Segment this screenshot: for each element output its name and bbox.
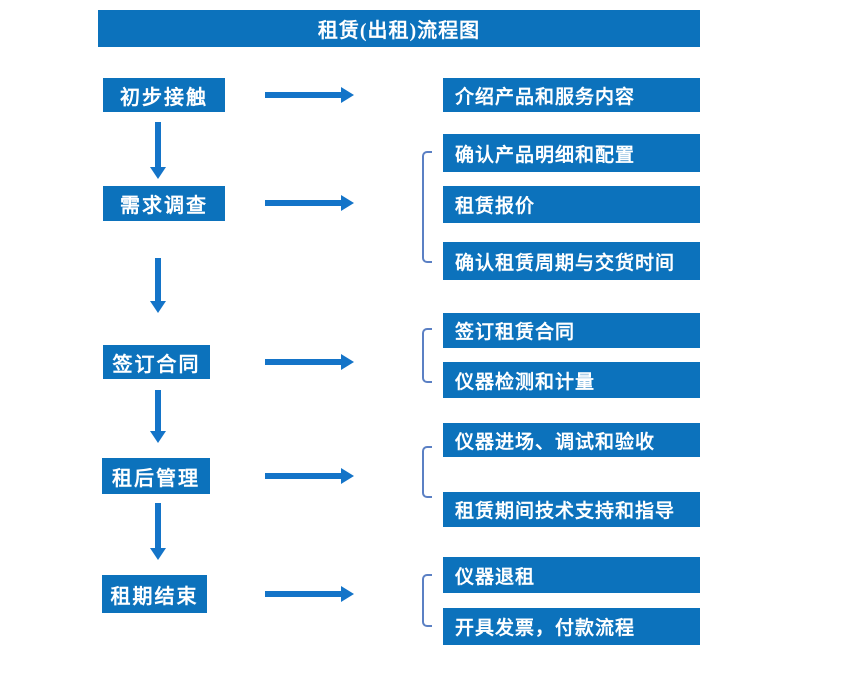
- page-title: 租赁(出租)流程图: [98, 10, 700, 47]
- detail-box-rental-quote: 租赁报价: [443, 186, 700, 223]
- stage-box-demand-survey: 需求调查: [103, 186, 225, 221]
- detail-box-introduce-products: 介绍产品和服务内容: [443, 78, 700, 112]
- bracket-icon: [422, 151, 432, 263]
- arrow-right-icon: [265, 92, 341, 98]
- detail-box-instrument-testing: 仪器检测和计量: [443, 362, 700, 398]
- detail-box-instrument-return: 仪器退租: [443, 557, 700, 593]
- detail-box-confirm-details-config: 确认产品明细和配置: [443, 134, 700, 172]
- detail-box-confirm-period-delivery: 确认租赁周期与交货时间: [443, 242, 700, 280]
- detail-box-instrument-setup-acceptance: 仪器进场、调试和验收: [443, 423, 700, 457]
- stage-box-rental-end: 租期结束: [102, 575, 207, 613]
- arrow-right-icon: [265, 591, 341, 597]
- bracket-icon: [422, 328, 432, 383]
- arrow-down-icon: [155, 503, 161, 548]
- arrow-right-icon: [265, 359, 341, 365]
- detail-box-tech-support: 租赁期间技术支持和指导: [443, 492, 700, 527]
- stage-box-initial-contact: 初步接触: [103, 78, 225, 112]
- detail-box-invoice-payment: 开具发票，付款流程: [443, 608, 700, 645]
- detail-box-sign-rental-contract: 签订租赁合同: [443, 313, 700, 348]
- arrow-right-icon: [265, 473, 341, 479]
- bracket-icon: [422, 574, 432, 627]
- arrow-down-icon: [155, 122, 161, 167]
- bracket-icon: [422, 446, 432, 498]
- arrow-right-icon: [265, 200, 341, 206]
- stage-box-post-rental-management: 租后管理: [102, 458, 210, 494]
- arrow-down-icon: [155, 390, 161, 431]
- arrow-down-icon: [155, 258, 161, 301]
- stage-box-sign-contract: 签订合同: [103, 345, 210, 379]
